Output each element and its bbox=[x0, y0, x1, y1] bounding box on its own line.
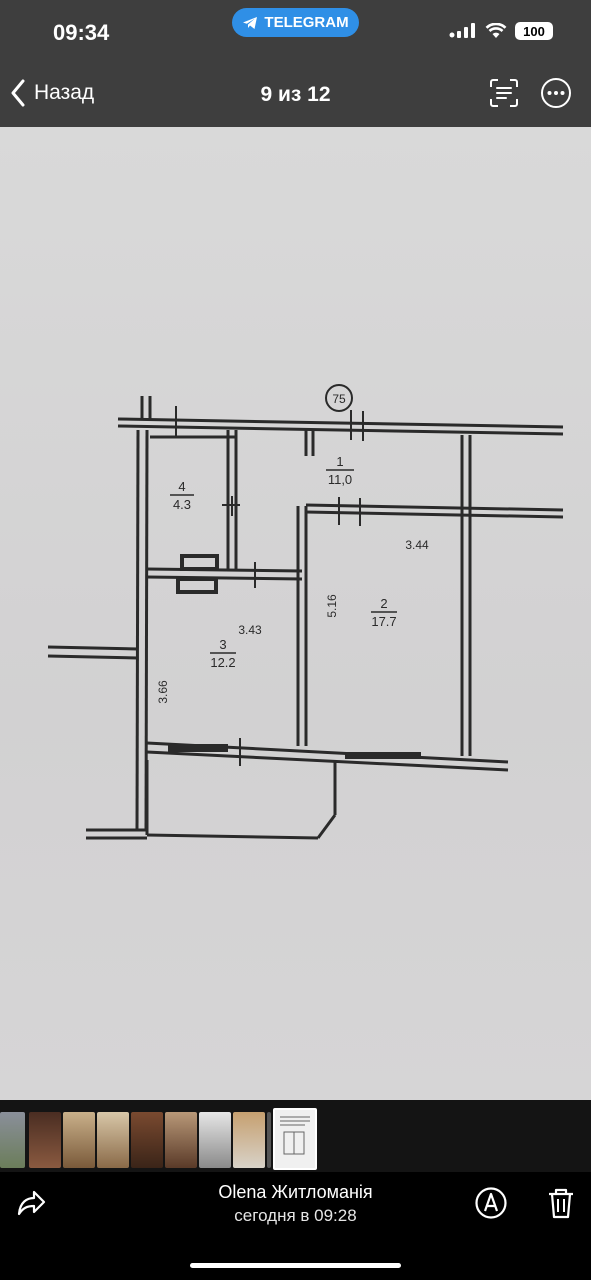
telegram-return-pill[interactable]: TELEGRAM bbox=[232, 8, 359, 37]
navigation-bar: Назад 9 из 12 bbox=[0, 55, 591, 127]
wifi-icon bbox=[485, 23, 507, 38]
telegram-icon bbox=[243, 16, 258, 29]
dimension-label: 5.16 bbox=[325, 594, 339, 618]
back-button[interactable]: Назад bbox=[10, 79, 94, 107]
room-3-number: 3 bbox=[219, 637, 226, 652]
axis-marker-label: 75 bbox=[332, 392, 346, 406]
room-1-area: 11,0 bbox=[328, 472, 352, 487]
status-time: 09:34 bbox=[53, 20, 110, 45]
room-2-number: 2 bbox=[380, 596, 387, 611]
thumbnail-active[interactable] bbox=[273, 1108, 317, 1170]
thumbnail-preview bbox=[280, 1116, 310, 1155]
thumbnail[interactable] bbox=[233, 1112, 265, 1168]
room-4-area: 4.3 bbox=[173, 497, 191, 512]
text-recognition-icon[interactable] bbox=[488, 77, 520, 109]
dimension-label: 3.66 bbox=[156, 680, 170, 704]
room-4-number: 4 bbox=[178, 479, 185, 494]
edit-icon[interactable] bbox=[474, 1186, 508, 1220]
message-timestamp: сегодня в 09:28 bbox=[234, 1206, 357, 1225]
floor-plan-drawing: 75 1 11,0 2 17.7 3 12.2 4 4.3 3.44 5.16 … bbox=[47, 384, 564, 840]
home-indicator bbox=[190, 1263, 401, 1268]
trash-icon[interactable] bbox=[544, 1186, 578, 1220]
room-2-area: 17.7 bbox=[371, 614, 396, 629]
status-bar: 09:34 TELEGRAM 100 bbox=[0, 0, 591, 55]
floor-plan-photo: 75 1 11,0 2 17.7 3 12.2 4 4.3 3.44 5.16 … bbox=[0, 127, 591, 1100]
thumbnail[interactable] bbox=[63, 1112, 95, 1168]
thumbnail-strip[interactable] bbox=[0, 1100, 591, 1172]
thumbnail[interactable] bbox=[0, 1112, 25, 1168]
room-1-number: 1 bbox=[336, 454, 343, 469]
thumbnail[interactable] bbox=[165, 1112, 197, 1168]
thumbnail[interactable] bbox=[199, 1112, 231, 1168]
bottom-bar: Olena Житломанія сегодня в 09:28 bbox=[0, 1172, 591, 1280]
thumbnail[interactable] bbox=[267, 1112, 271, 1168]
dimension-label: 3.43 bbox=[238, 623, 262, 637]
status-indicators: 100 bbox=[449, 22, 553, 40]
thumbnail[interactable] bbox=[97, 1112, 129, 1168]
thumbnail[interactable] bbox=[29, 1112, 61, 1168]
share-icon[interactable] bbox=[14, 1186, 48, 1220]
telegram-pill-label: TELEGRAM bbox=[264, 14, 349, 31]
thumbnail[interactable] bbox=[131, 1112, 163, 1168]
back-label: Назад bbox=[34, 81, 95, 104]
chevron-left-icon bbox=[11, 79, 25, 107]
room-3-area: 12.2 bbox=[210, 655, 235, 670]
cellular-signal-icon bbox=[449, 23, 475, 38]
dimension-label: 3.44 bbox=[405, 538, 429, 552]
sender-name: Olena Житломанія bbox=[218, 1182, 373, 1202]
more-options-icon[interactable] bbox=[540, 77, 572, 109]
battery-indicator: 100 bbox=[515, 22, 553, 40]
